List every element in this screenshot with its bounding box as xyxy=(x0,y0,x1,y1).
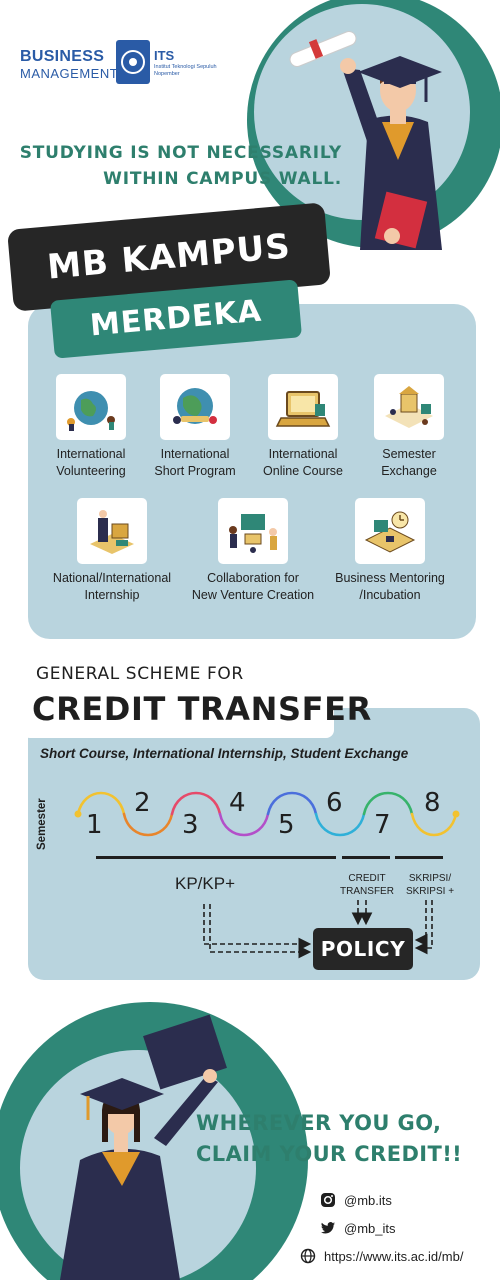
graduate-illustration-top xyxy=(289,31,442,250)
semester-8: 8 xyxy=(424,788,441,818)
program-international-short-program: International Short Program xyxy=(130,374,260,480)
footer-slogan: WHEREVER YOU GO, CLAIM YOUR CREDIT!! xyxy=(196,1108,486,1170)
credit-title-backdrop xyxy=(22,688,334,738)
program-semester-exchange: Semester Exchange xyxy=(344,374,474,480)
skripsi-label: SKRIPSI/ SKRIPSI + xyxy=(405,873,455,897)
scheme-title: GENERAL SCHEME FOR xyxy=(36,664,244,684)
program-collaboration-new-venture: Collaboration for New Venture Creation xyxy=(188,498,318,604)
collaboration-icon xyxy=(218,498,288,564)
programs-panel xyxy=(28,304,476,639)
policy-box: POLICY xyxy=(313,928,413,970)
program-international-online-course: International Online Course xyxy=(238,374,368,480)
semester-axis-label: Semester xyxy=(36,798,48,850)
tagline-line-2: WITHIN CAMPUS WALL. xyxy=(103,169,342,189)
semester-1: 1 xyxy=(86,810,103,840)
semester-6: 6 xyxy=(326,788,343,818)
credit-transfer-title: CREDIT TRANSFER xyxy=(32,690,372,728)
globe-icon xyxy=(300,1248,316,1264)
program-business-mentoring: Business Mentoring /Incubation xyxy=(325,498,455,604)
instagram-contact[interactable]: @mb.its xyxy=(320,1190,392,1210)
tagline: STUDYING IS NOT NECESSARILY WITHIN CAMPU… xyxy=(12,140,342,192)
twitter-handle: @mb_its xyxy=(344,1220,396,1236)
business-management-logo: BUSINESS MANAGEMENT ITS Institut Teknolo… xyxy=(20,36,220,86)
twitter-icon xyxy=(321,1222,335,1234)
logo-business-text: BUSINESS xyxy=(20,48,105,65)
website-url: https://www.its.ac.id/mb/ xyxy=(324,1248,464,1264)
semester-5: 5 xyxy=(278,810,295,840)
globe-volunteers-icon xyxy=(56,374,126,440)
website-link[interactable]: https://www.its.ac.id/mb/ xyxy=(300,1246,463,1266)
logo-management-text: MANAGEMENT xyxy=(20,66,119,81)
twitter-contact[interactable]: @mb_its xyxy=(320,1218,396,1238)
logo-institution-text: Institut Teknologi Sepuluh Nopember xyxy=(154,64,217,77)
program-international-volunteering: International Volunteering xyxy=(26,374,156,480)
logo-its-text: ITS xyxy=(154,48,175,63)
credit-transfer-label: CREDIT TRANSFER xyxy=(340,873,394,897)
its-emblem-icon xyxy=(116,40,150,84)
mentoring-icon xyxy=(355,498,425,564)
kp-label: KP/KP+ xyxy=(174,874,235,893)
instagram-icon xyxy=(321,1193,335,1207)
kp-range-line xyxy=(96,856,336,859)
globe-people-icon xyxy=(160,374,230,440)
semester-3: 3 xyxy=(182,810,199,840)
graduate-illustration-bottom xyxy=(60,1014,227,1280)
semester-4: 4 xyxy=(229,788,246,818)
footer-slogan-line-1: WHEREVER YOU GO, xyxy=(196,1111,442,1135)
footer-slogan-line-2: CLAIM YOUR CREDIT!! xyxy=(196,1142,463,1166)
credit-transfer-range-line xyxy=(342,856,390,859)
semester-2: 2 xyxy=(134,788,151,818)
credit-transfer-subtitle: Short Course, International Internship, … xyxy=(40,746,409,761)
internship-icon xyxy=(77,498,147,564)
instagram-handle: @mb.its xyxy=(344,1192,392,1208)
laptop-icon xyxy=(268,374,338,440)
program-internship: National/International Internship xyxy=(47,498,177,604)
semester-7: 7 xyxy=(374,810,391,840)
skripsi-range-line xyxy=(395,856,443,859)
campus-exchange-icon xyxy=(374,374,444,440)
tagline-line-1: STUDYING IS NOT NECESSARILY xyxy=(19,143,342,163)
